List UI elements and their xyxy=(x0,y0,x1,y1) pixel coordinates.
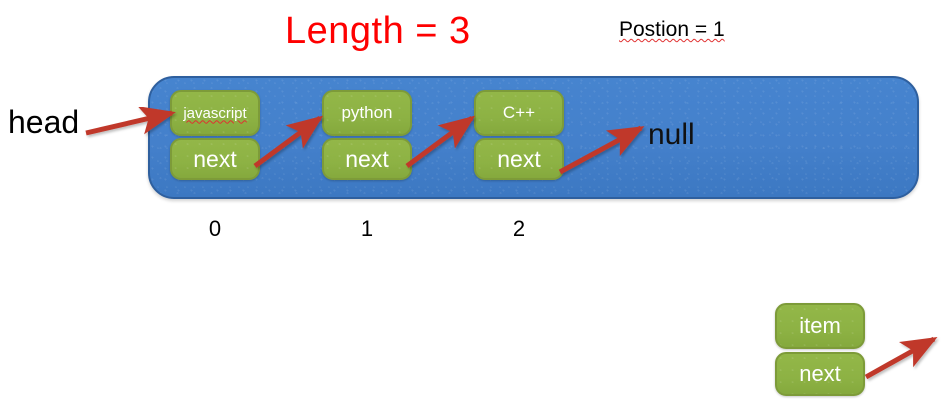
length-label: Length = 3 xyxy=(285,10,471,52)
position-label: Postion = 1 xyxy=(619,18,725,42)
list-node-0-value: javascript xyxy=(170,90,260,136)
new-node-next-arrow xyxy=(864,336,938,380)
head-label: head xyxy=(8,104,80,140)
new-node-next: next xyxy=(775,352,865,396)
list-index-2: 2 xyxy=(512,216,526,241)
list-node-2-value: C++ xyxy=(474,90,564,136)
list-node-0-next: next xyxy=(170,138,260,180)
list-index-1: 1 xyxy=(360,216,374,241)
list-node-1-value: python xyxy=(322,90,412,136)
null-label: null xyxy=(648,118,695,151)
list-index-0: 0 xyxy=(208,216,222,241)
position-label-text: Postion = 1 xyxy=(619,18,725,41)
list-node-1-next: next xyxy=(322,138,412,180)
list-node-0-value-text: javascript xyxy=(183,104,247,122)
list-node-2-next: next xyxy=(474,138,564,180)
new-node-value: item xyxy=(775,303,865,349)
